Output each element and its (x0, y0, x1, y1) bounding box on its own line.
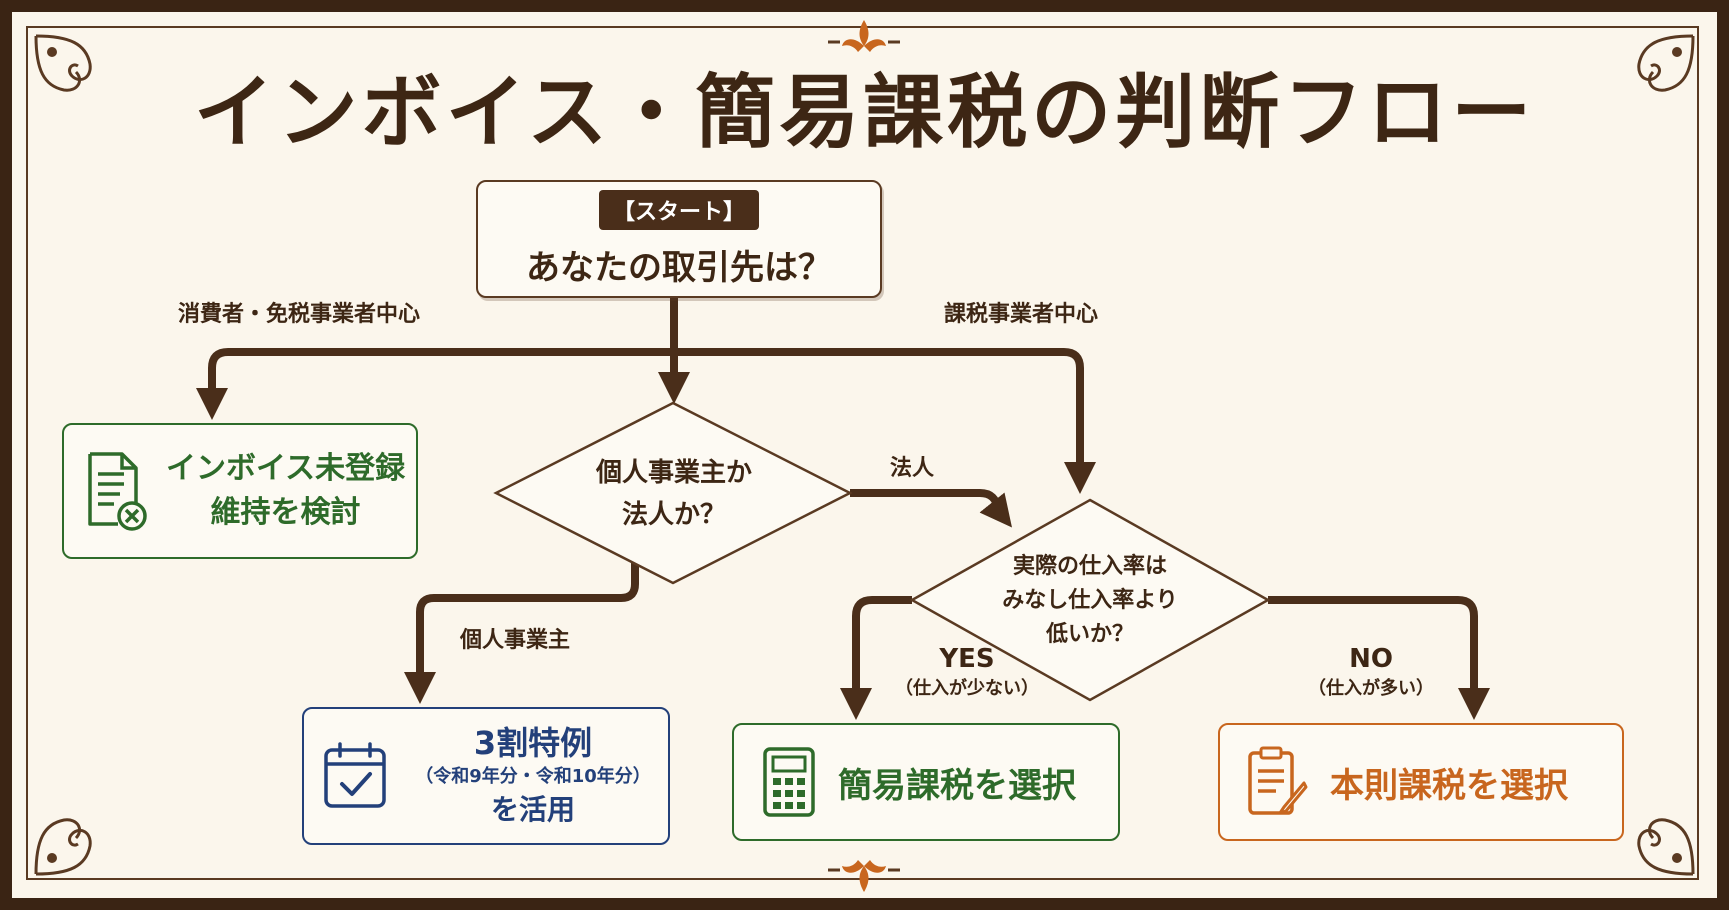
decision-rate-diamond (909, 498, 1271, 702)
label-yes: YES (939, 644, 995, 674)
label-consumer: 消費者・免税事業者中心 (178, 302, 421, 327)
arrow-yes (840, 596, 912, 720)
arrow-no (1268, 596, 1490, 720)
outcome-simplified-box: 簡易課税を選択 (732, 723, 1120, 841)
outcome-special-tail: を活用 (490, 793, 575, 826)
calendar-check-icon (324, 742, 386, 808)
calculator-icon (763, 747, 815, 817)
label-corporation: 法人 (890, 456, 935, 481)
corner-ornament-bottom-left (34, 818, 92, 876)
document-x-icon (88, 452, 147, 531)
outcome-special-main: 3割特例 (473, 724, 593, 762)
label-no: NO (1349, 644, 1393, 674)
label-yes-sub: （仕入が少ない） (895, 678, 1039, 699)
outcome-principle-box: 本則課税を選択 (1218, 723, 1624, 841)
label-yes-group: YES （仕入が少ない） (872, 644, 1062, 700)
decision-rate-line1: 実際の仕入率は (1012, 554, 1167, 579)
label-no-sub: （仕入が多い） (1308, 678, 1434, 699)
start-box: 【スタート】 あなたの取引先は？ (476, 180, 882, 298)
outcome-invoice-line2: 維持を検討 (210, 495, 361, 530)
start-question: あなたの取引先は？ (526, 247, 832, 288)
outcome-invoice-line1: インボイス未登録 (166, 451, 406, 486)
decision-rate-text: 実際の仕入率は みなし仕入率より 低いか？ (980, 550, 1200, 652)
outcome-special-text: 3割特例 （令和9年分・令和10年分） を活用 (398, 723, 668, 829)
arrow-to-rate (674, 348, 1096, 494)
label-sole-proprietor: 個人事業主 (460, 628, 571, 653)
page-title: インボイス・簡易課税の判断フロー (193, 65, 1536, 159)
decision-entity-text: 個人事業主か 法人か？ (556, 452, 792, 536)
outcome-invoice-box: インボイス未登録 維持を検討 (62, 423, 418, 559)
outcome-invoice-text: インボイス未登録 維持を検討 (166, 447, 405, 535)
decision-entity-line2: 法人か？ (621, 500, 726, 530)
decision-entity-diamond (493, 401, 853, 585)
arrow-to-invoice (196, 348, 674, 420)
outcome-special-box: 3割特例 （令和9年分・令和10年分） を活用 (302, 707, 670, 845)
corner-ornament-top-right (1637, 34, 1695, 92)
outcome-principle-text: 本則課税を選択 (1330, 765, 1568, 806)
start-tag: 【スタート】 (598, 189, 759, 230)
decision-rate-line3: 低いか？ (1045, 622, 1134, 647)
fleur-ornament-top (828, 20, 900, 52)
outcome-special-sub: （令和9年分・令和10年分） (415, 766, 651, 787)
clipboard-pen-icon (1248, 746, 1308, 815)
decision-entity-line1: 個人事業主か (595, 458, 752, 488)
label-no-group: NO （仕入が多い） (1276, 644, 1466, 700)
arrow-corporation (850, 489, 1012, 528)
arrow-to-3wari (404, 562, 639, 704)
fleur-ornament-bottom (828, 860, 900, 892)
label-taxable: 課税事業者中心 (944, 302, 1099, 327)
outcome-simplified-text: 簡易課税を選択 (838, 765, 1076, 806)
corner-ornament-top-left (34, 34, 92, 92)
corner-ornament-bottom-right (1637, 818, 1695, 876)
decision-rate-line2: みなし仕入率より (1002, 588, 1178, 613)
